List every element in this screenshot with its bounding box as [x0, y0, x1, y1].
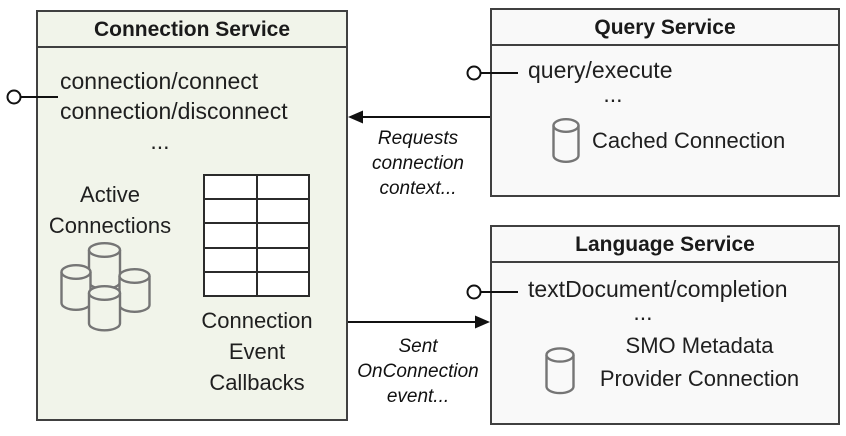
query-service-body: query/execute ... Cached Connection	[492, 46, 838, 193]
table-cell	[257, 200, 308, 223]
query-service-box: Query Service query/execute ... Cached C…	[490, 8, 840, 197]
connection-callbacks-table	[203, 174, 310, 297]
language-service-body: textDocument/completion ... SMO Metadata…	[492, 263, 838, 421]
database-icon	[87, 242, 122, 290]
sent-onconnection-event-label: Sent OnConnection event...	[357, 336, 479, 407]
connection-event-callbacks-label: Connection Event Callbacks	[201, 308, 313, 395]
requests-connection-arrow	[348, 110, 490, 124]
connection-service-body: connection/connect connection/disconnect…	[38, 48, 346, 417]
smo-metadata-provider-connection-label: SMO Metadata Provider Connection	[599, 333, 800, 391]
cached-connection-database-icon	[552, 118, 580, 163]
query-methods-ellipsis: ...	[603, 81, 623, 107]
active-connections-database-cluster-icon	[60, 242, 151, 332]
language-service-box: Language Service textDocument/completion…	[490, 225, 840, 425]
language-service-title: Language Service	[492, 227, 838, 263]
method-textdocument-completion: textDocument/completion	[528, 276, 788, 302]
smo-metadata-database-icon	[545, 347, 575, 395]
table-cell	[205, 272, 256, 295]
method-connection-disconnect: connection/disconnect	[60, 98, 288, 124]
table-cell	[257, 272, 308, 295]
connection-methods-ellipsis: ...	[150, 128, 170, 154]
connection-service-title: Connection Service	[38, 12, 346, 48]
cached-connection-label: Cached Connection	[592, 128, 786, 153]
table-cell	[205, 224, 256, 247]
language-methods-ellipsis: ...	[633, 299, 653, 325]
method-connection-connect: connection/connect	[60, 68, 259, 94]
active-connections-label: Active Connections	[48, 182, 172, 238]
database-icon	[87, 285, 122, 332]
table-cell	[257, 248, 308, 271]
connection-service-box: Connection Service connection/connect co…	[36, 10, 348, 421]
connection-methods-list: connection/connect connection/disconnect…	[60, 66, 310, 156]
table-cell	[257, 224, 308, 247]
database-icon	[118, 268, 151, 313]
table-cell	[205, 248, 256, 271]
table-cell	[257, 176, 308, 199]
query-service-title: Query Service	[492, 10, 838, 46]
sent-onconnection-arrow	[348, 315, 490, 329]
method-query-execute: query/execute	[528, 57, 673, 83]
table-cell	[205, 176, 256, 199]
requests-connection-context-label: Requests connection context...	[372, 128, 464, 199]
database-icon	[60, 264, 92, 311]
table-cell	[205, 200, 256, 223]
